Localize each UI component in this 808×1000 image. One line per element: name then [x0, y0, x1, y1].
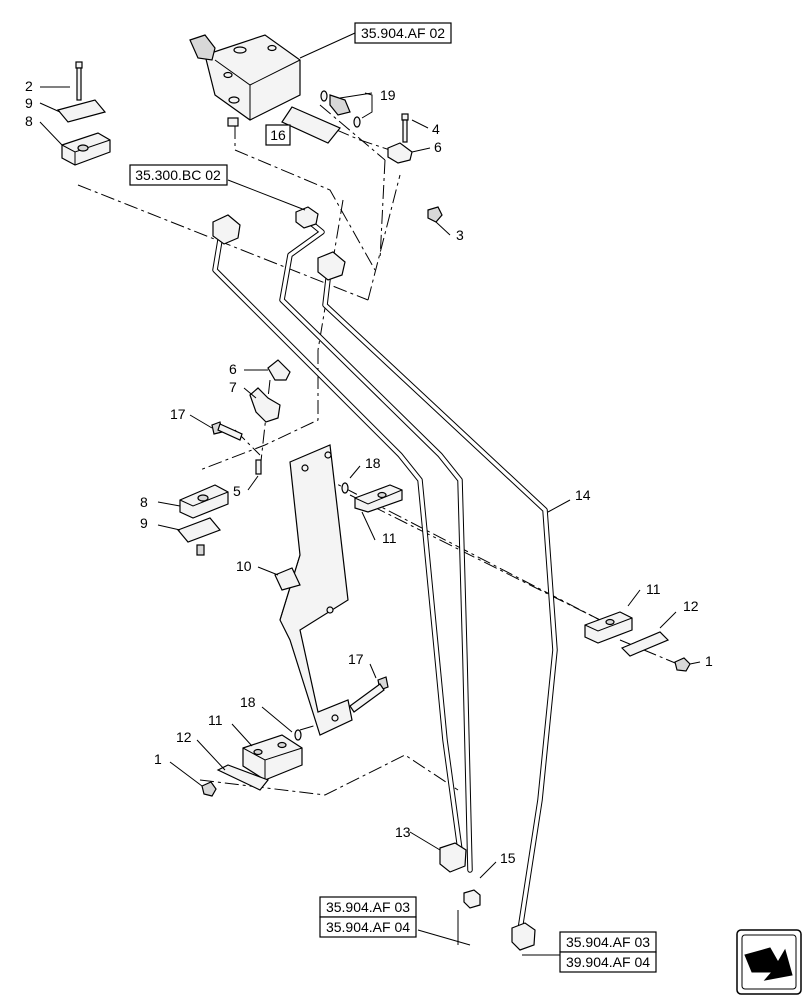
bolt-17-middle: [211, 421, 243, 441]
ref-box-bottom-left-2: [319, 916, 417, 938]
callout-9-top[interactable]: 9: [25, 95, 33, 111]
callout-16[interactable]: 16: [270, 127, 286, 143]
bracket-7: [249, 387, 281, 423]
nut-1-right: [674, 657, 691, 672]
bolt-17-lower: [349, 676, 389, 713]
clip-6-middle: [267, 359, 291, 381]
plate-9-top: [56, 99, 107, 123]
clamp-11-middle: [354, 484, 403, 513]
clamp-11-lower: [242, 734, 303, 781]
ref-bottom-right-2[interactable]: 39.904.AF 04: [566, 954, 650, 970]
callout-17-lower[interactable]: 17: [348, 651, 364, 667]
callout-1-right[interactable]: 1: [705, 653, 713, 669]
callout-11-middle[interactable]: 11: [382, 530, 397, 546]
clip-6-top: [387, 142, 413, 164]
ref-bottom-left-1[interactable]: 35.904.AF 03: [326, 899, 410, 915]
ref-valve[interactable]: 35.904.AF 02: [361, 25, 445, 41]
bolt-2: [75, 61, 83, 101]
tube-nut-left: [212, 214, 241, 245]
fitting-right-end: [511, 922, 536, 951]
ref-tube[interactable]: 35.300.BC 02: [135, 167, 221, 183]
fitting-15: [463, 889, 481, 909]
washer-18-middle: [341, 482, 349, 494]
pin-5: [255, 459, 262, 475]
callout-12-right[interactable]: 12: [683, 598, 699, 614]
callout-11-right[interactable]: 11: [646, 581, 661, 597]
ref-bottom-right-1[interactable]: 35.904.AF 03: [566, 934, 650, 950]
callout-8-middle[interactable]: 8: [140, 494, 148, 510]
callout-18-lower[interactable]: 18: [240, 694, 256, 710]
nut-1-lower: [201, 781, 217, 797]
callout-5[interactable]: 5: [233, 483, 241, 499]
ref-box-tube: [129, 164, 228, 186]
callout-12-lower[interactable]: 12: [176, 729, 192, 745]
bolt-4: [401, 113, 409, 143]
ref-box-valve: [354, 22, 452, 44]
callout-13[interactable]: 13: [395, 824, 411, 840]
callout-17-middle[interactable]: 17: [170, 406, 186, 422]
callout-6-middle[interactable]: 6: [229, 361, 237, 377]
callout-19[interactable]: 19: [380, 87, 396, 103]
tube-nut-middle: [295, 206, 319, 229]
callout-1-lower[interactable]: 1: [154, 751, 162, 767]
ref-bottom-left-2[interactable]: 35.904.AF 04: [326, 919, 410, 935]
next-page-arrow-icon[interactable]: [736, 929, 802, 995]
callout-14[interactable]: 14: [575, 487, 591, 503]
fitting-19: [320, 90, 361, 128]
control-valve-block[interactable]: [189, 34, 301, 127]
bracket-10[interactable]: [274, 444, 353, 736]
callout-4[interactable]: 4: [432, 121, 440, 137]
callout-9-middle[interactable]: 9: [140, 515, 148, 531]
clamp-8-middle: [179, 484, 229, 519]
label-plate-16: [281, 106, 341, 144]
callout-8-top[interactable]: 8: [25, 113, 33, 129]
plate-9-middle: [176, 517, 222, 543]
washer-18-lower: [294, 729, 302, 741]
plate-12-lower: [216, 764, 269, 791]
plate-12-right: [620, 631, 670, 657]
nut-3: [427, 206, 443, 223]
callout-11-lower[interactable]: 11: [208, 712, 223, 728]
callout-6-top[interactable]: 6: [434, 139, 442, 155]
callout-7[interactable]: 7: [229, 379, 237, 395]
callout-2[interactable]: 2: [25, 78, 33, 94]
clamp-8-top: [61, 132, 111, 166]
callout-18-middle[interactable]: 18: [365, 455, 381, 471]
hydraulic-tubes: [212, 215, 558, 933]
fitting-13: [439, 842, 467, 873]
callout-10[interactable]: 10: [236, 558, 252, 574]
tube-nut-right: [317, 251, 346, 281]
callout-3[interactable]: 3: [456, 227, 464, 243]
callout-box-16: [265, 124, 291, 146]
callout-15[interactable]: 15: [500, 850, 516, 866]
clamp-11-right: [584, 611, 633, 644]
ref-box-bottom-right-2: [559, 951, 657, 973]
nut-under-plate: [196, 544, 205, 556]
